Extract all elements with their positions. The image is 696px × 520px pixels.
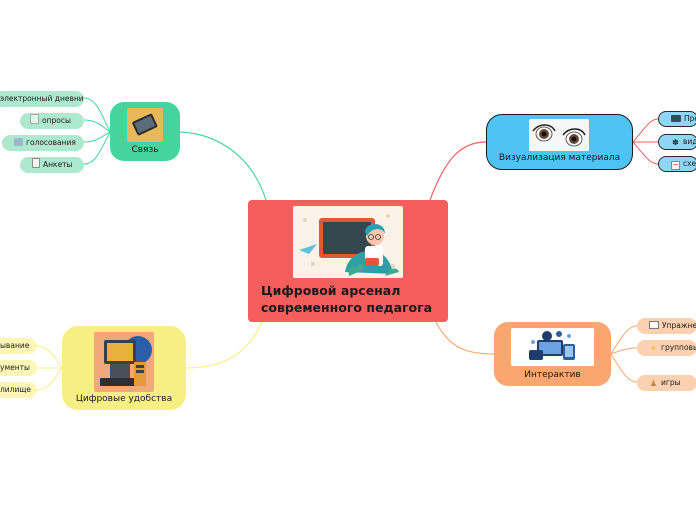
leaf-surveys-label: опросы: [42, 116, 71, 125]
central-topic[interactable]: Цифровой арсенал современного педагога: [248, 200, 448, 322]
topic-interactive[interactable]: Интерактив: [494, 322, 611, 386]
link-svyaz-leaf-1: [83, 97, 111, 133]
monitor-icon: [671, 115, 681, 122]
topic-interactive-label: Интерактив: [524, 370, 581, 380]
link-svyaz-leaf-2: [83, 119, 111, 133]
leaf-group-work[interactable]: ✦ групповы: [637, 340, 696, 356]
leaf-schemes-label: схем: [683, 159, 696, 168]
leaf-documents-label: ументы: [0, 363, 30, 372]
leaf-storage[interactable]: лилище: [0, 382, 37, 398]
leaf-presentations-label: Пре: [684, 114, 696, 123]
link-center-viz: [429, 141, 487, 201]
chess-piece-icon: ♟: [649, 379, 658, 388]
topic-visualization-label: Визуализация материала: [498, 153, 621, 163]
chart-icon: ~: [671, 161, 680, 170]
eyes-icon: [529, 119, 589, 151]
central-title: Цифровой арсенал современного педагога: [261, 282, 441, 316]
leaf-questionnaires[interactable]: Анкеты: [20, 157, 84, 173]
ballot-box-icon: [14, 138, 23, 146]
document-icon: [30, 114, 39, 124]
leaf-exercises-label: Упражнен: [662, 321, 696, 330]
leaf-scheduling[interactable]: ывание: [0, 338, 37, 354]
leaf-voting-label: голосования: [26, 138, 76, 147]
leaf-group-work-label: групповы: [661, 343, 696, 352]
topic-svyaz-label: Связь: [131, 145, 159, 155]
topic-digital-conveniences-label: Цифровые удобства: [75, 394, 173, 404]
film-camera-icon: ✽: [672, 138, 679, 147]
clipboard-icon: [32, 158, 40, 168]
leaf-games[interactable]: ♟игры: [637, 375, 696, 391]
topic-svyaz[interactable]: Связь: [110, 102, 180, 161]
topic-digital-conveniences[interactable]: Цифровые удобства: [62, 326, 186, 410]
leaf-electronic-diary[interactable]: электронный дневник: [0, 91, 84, 107]
teacher-illustration: [293, 206, 403, 278]
leaf-video[interactable]: ✽ виде: [658, 134, 696, 150]
link-svyaz-leaf-4: [83, 131, 111, 165]
link-viz-leaf-1: [632, 118, 659, 143]
open-book-icon: [649, 321, 659, 329]
tablet-icon: [127, 108, 163, 142]
link-inter-leaf-3: [610, 353, 638, 383]
leaf-exercises[interactable]: Упражнен: [637, 318, 696, 334]
central-title-line-2: современного педагога: [261, 300, 433, 315]
computer-icon: [94, 332, 154, 392]
leaf-questionnaires-label: Анкеты: [43, 160, 73, 169]
link-tsifr-leaf-3: [36, 367, 63, 391]
central-title-line-1: Цифровой арсенал: [261, 283, 401, 298]
leaf-electronic-diary-label: электронный дневник: [0, 94, 84, 103]
link-tsifr-leaf-1: [36, 345, 63, 369]
star-icon: ✦: [650, 344, 657, 353]
devices-icon: [511, 328, 594, 366]
link-viz-leaf-3: [632, 141, 659, 165]
topic-visualization[interactable]: Визуализация материала: [486, 114, 633, 170]
leaf-games-label: игры: [661, 378, 681, 387]
leaf-voting[interactable]: голосования: [2, 135, 84, 151]
leaf-video-label: виде: [683, 137, 696, 146]
link-inter-leaf-2: [610, 347, 638, 355]
leaf-documents[interactable]: ументы: [0, 360, 37, 376]
link-center-svyaz: [179, 131, 267, 201]
leaf-schemes[interactable]: ~схем: [658, 156, 696, 172]
link-center-inter: [435, 321, 495, 355]
link-inter-leaf-1: [610, 325, 638, 355]
leaf-surveys[interactable]: опросы: [20, 113, 84, 129]
leaf-presentations[interactable]: Пре: [658, 111, 696, 127]
leaf-scheduling-label: ывание: [0, 341, 30, 350]
leaf-storage-label: лилище: [0, 385, 32, 394]
link-center-tsifr: [185, 321, 263, 369]
link-svyaz-leaf-3: [83, 131, 111, 143]
